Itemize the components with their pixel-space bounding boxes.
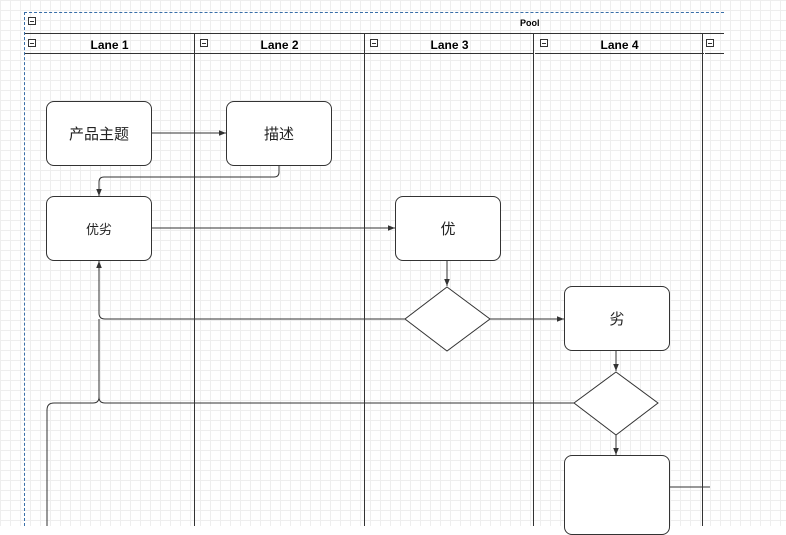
node-label: 优 — [440, 221, 456, 238]
lane-header-3[interactable]: Lane 3 — [365, 34, 534, 54]
lane-label: Lane 1 — [90, 38, 129, 52]
lane-header-1[interactable]: Lane 1 — [25, 34, 194, 54]
edge-decision2-back[interactable] — [98, 319, 574, 404]
node-pro[interactable]: 优 — [395, 196, 501, 261]
decision-diamond-1[interactable] — [404, 286, 491, 352]
lane-header-2[interactable]: Lane 2 — [195, 34, 364, 54]
collapse-icon[interactable] — [540, 39, 548, 47]
lane-divider — [533, 34, 534, 526]
node-bottom-box[interactable] — [564, 455, 670, 535]
pool-title: Pool — [520, 18, 540, 28]
lane-divider — [364, 34, 365, 526]
node-label: 优劣 — [85, 222, 112, 237]
lane-header-5[interactable] — [705, 34, 724, 54]
collapse-icon[interactable] — [370, 39, 378, 47]
lane-label: Lane 2 — [260, 38, 299, 52]
node-label: 描述 — [263, 126, 294, 143]
node-label: 劣 — [609, 311, 625, 328]
pool[interactable]: Pool Lane 1 Lane 2 Lane 3 Lane 4 — [24, 12, 724, 526]
lane-label: Lane 3 — [430, 38, 469, 52]
pool-header[interactable]: Pool — [25, 13, 724, 34]
node-con[interactable]: 劣 — [564, 286, 670, 351]
node-product-topic[interactable]: 产品主题 — [46, 101, 152, 166]
decision-diamond-2[interactable] — [573, 371, 659, 436]
lane-header-4[interactable]: Lane 4 — [535, 34, 704, 54]
edge-branch-left[interactable] — [46, 396, 100, 526]
collapse-icon[interactable] — [706, 39, 714, 47]
collapse-icon[interactable] — [200, 39, 208, 47]
node-pros-cons[interactable]: 优劣 — [46, 196, 152, 261]
node-label: 产品主题 — [68, 126, 129, 143]
edge-description-to-proscons[interactable] — [96, 166, 280, 196]
node-description[interactable]: 描述 — [226, 101, 332, 166]
lane-divider — [702, 34, 703, 526]
edge-decision1-back-to-proscons[interactable] — [96, 261, 405, 320]
lane-divider — [194, 34, 195, 526]
collapse-icon[interactable] — [28, 39, 36, 47]
collapse-icon[interactable] — [28, 17, 36, 25]
lane-label: Lane 4 — [600, 38, 639, 52]
